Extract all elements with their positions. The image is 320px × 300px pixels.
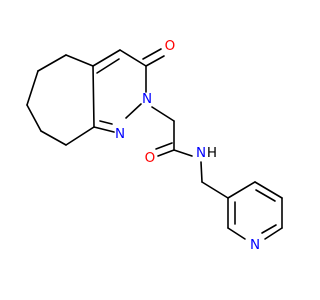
bond [26,104,42,132]
amide-nitrogen-label: N [196,145,206,161]
bond [201,181,229,199]
ring-nitrogen-n1-label: N [115,126,125,142]
bond [37,54,67,72]
bond [255,189,276,202]
carbonyl-oxygen-label: O [165,38,176,54]
bond [261,224,277,234]
bond [145,55,165,67]
bond [227,227,246,240]
bond [26,70,39,106]
bond [96,58,120,74]
bond [92,49,121,67]
bond [200,161,203,183]
pyridazinone-ring [92,48,165,133]
bond [65,126,95,146]
amide-oxygen-label: O [145,150,156,166]
bond [119,49,147,67]
bond [264,227,283,240]
bond [142,48,162,60]
bond [92,65,95,128]
bond [173,149,193,157]
amide-hydrogen-label: H [207,145,217,161]
bond [254,181,283,199]
ring-nitrogen-n2-label: N [142,91,152,107]
bond [99,120,113,125]
bond [227,181,256,199]
bond [65,54,94,67]
bond [125,103,142,119]
pyridine-ring [227,181,283,240]
bond [93,126,115,133]
bond [157,149,175,157]
pyridine-nitrogen-label: N [250,237,260,253]
acetamide-chain [151,106,229,199]
bond [151,106,175,122]
chemical-structure: O N N O N H N [26,38,283,253]
bond [40,130,67,146]
cycloheptane-ring [26,54,95,146]
bond [155,142,173,150]
